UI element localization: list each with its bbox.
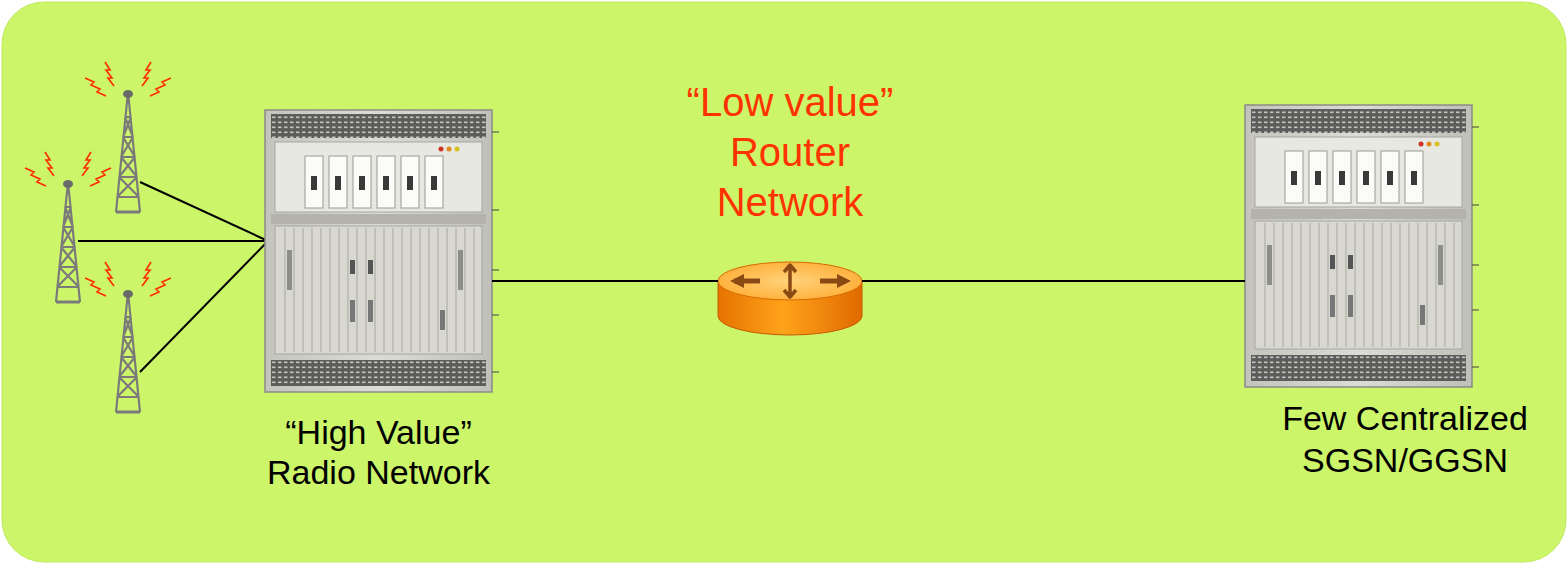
router-symbol: “Low value” Router Network xyxy=(718,262,862,335)
sgsn-ggsn-rack: Few Centralized SGSN/GGSN xyxy=(1245,105,1470,385)
node-label: “Low value” Router Network xyxy=(670,77,910,227)
label-holder: “Low value” Router Network xyxy=(670,77,910,227)
label-holder: Few Centralized SGSN/GGSN xyxy=(1265,397,1545,481)
node-label: Few Centralized SGSN/GGSN xyxy=(1265,397,1545,481)
link-line xyxy=(492,280,718,282)
link-line xyxy=(862,280,1245,282)
node-label: “High Value” Radio Network xyxy=(244,412,514,492)
radio-network-rack: “High Value” Radio Network xyxy=(265,110,492,392)
label-holder: “High Value” Radio Network xyxy=(244,412,514,492)
